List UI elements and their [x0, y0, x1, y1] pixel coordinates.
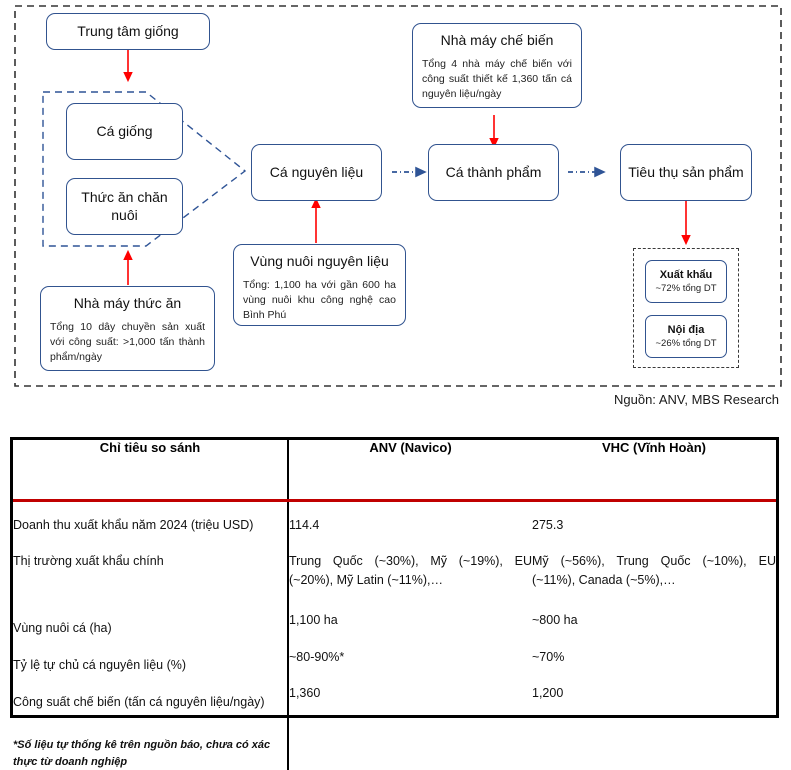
row-2-anv: 1,100 ha: [289, 612, 338, 627]
node-export-title: Xuất khẩu: [659, 268, 713, 281]
node-feed-mill-body: Tổng 10 dây chuyền sản xuất với công suấ…: [50, 320, 205, 363]
row-0-anv: 114.4: [289, 517, 320, 532]
node-farming-area[interactable]: Vùng nuôi nguyên liệu Tổng: 1,100 ha với…: [233, 244, 406, 326]
diagram-connectors: [14, 5, 782, 387]
node-feed-input-title: Thức ăn chăn nuôi: [81, 189, 168, 223]
row-anv-cell: 114.4 Trung Quốc (~30%), Mỹ (~19%), EU (…: [288, 500, 532, 770]
row-3-vhc: ~70%: [532, 649, 565, 664]
row-0-label: Doanh thu xuất khẩu năm 2024 (triệu USD): [13, 517, 254, 532]
node-farming-area-body: Tổng: 1,100 ha với gần 600 ha vùng nuôi …: [243, 278, 396, 321]
node-domestic[interactable]: Nội địa ~26% tổng DT: [645, 315, 727, 358]
node-consumption[interactable]: Tiêu thụ sản phẩm: [620, 144, 752, 201]
value-chain-diagram: Trung tâm giống Cá giống Thức ăn chăn nu…: [14, 5, 782, 407]
source-note: Nguồn: ANV, MBS Research: [614, 392, 779, 407]
node-raw-fish[interactable]: Cá nguyên liệu: [251, 144, 382, 201]
row-2-vhc: ~800 ha: [532, 612, 578, 627]
node-feed-mill[interactable]: Nhà máy thức ăn Tổng 10 dây chuyền sản x…: [40, 286, 215, 371]
table-header-anv: ANV (Navico): [288, 440, 532, 502]
row-3-anv: ~80-90%*: [289, 649, 345, 664]
row-4-vhc: 1,200: [532, 686, 564, 701]
node-raw-fish-title: Cá nguyên liệu: [269, 163, 364, 180]
node-domestic-share: ~26% tổng DT: [655, 338, 717, 350]
node-export-share: ~72% tổng DT: [655, 283, 717, 295]
node-processing-plant-body: Tổng 4 nhà máy chế biến với công suất th…: [422, 57, 572, 100]
table-header-row: Chỉ tiêu so sánh ANV (Navico) VHC (Vĩnh …: [13, 440, 776, 502]
row-1-label: Thị trường xuất khẩu chính: [13, 554, 164, 569]
table-row: Doanh thu xuất khẩu năm 2024 (triệu USD)…: [13, 500, 776, 770]
node-consumption-title: Tiêu thụ sản phẩm: [628, 163, 744, 180]
row-1-anv: Trung Quốc (~30%), Mỹ (~19%), EU (~20%),…: [289, 554, 532, 587]
row-label-cell: Doanh thu xuất khẩu năm 2024 (triệu USD)…: [13, 500, 289, 770]
node-feed-input[interactable]: Thức ăn chăn nuôi: [66, 178, 183, 235]
row-4-label: Công suất chế biến (tấn cá nguyên liệu/n…: [13, 694, 265, 709]
row-vhc-cell: 275.3 Mỹ (~56%), Trung Quốc (~10%), EU (…: [532, 500, 776, 770]
table-header-metric: Chỉ tiêu so sánh: [13, 440, 289, 502]
node-finished-fish[interactable]: Cá thành phẩm: [428, 144, 559, 201]
inputs-funnel-dashed: [42, 91, 247, 247]
node-hatchery-title: Trung tâm giống: [77, 22, 179, 39]
table-footnote: *Số liệu tự thống kê trên nguồn báo, chư…: [13, 739, 271, 768]
node-feed-mill-title: Nhà máy thức ăn: [73, 295, 182, 311]
sales-channel-group: [633, 248, 739, 368]
table-header-vhc: VHC (Vĩnh Hoàn): [532, 440, 776, 502]
node-processing-plant[interactable]: Nhà máy chế biến Tổng 4 nhà máy chế biến…: [412, 23, 582, 108]
node-farming-area-title: Vùng nuôi nguyên liệu: [250, 253, 389, 269]
node-fingerling-title: Cá giống: [96, 122, 153, 139]
row-4-anv: 1,360: [289, 686, 321, 701]
node-processing-plant-title: Nhà máy chế biến: [440, 32, 554, 48]
row-0-vhc: 275.3: [532, 517, 564, 532]
node-hatchery[interactable]: Trung tâm giống: [46, 13, 210, 50]
outer-boundary-dashed: [14, 5, 782, 387]
node-finished-fish-title: Cá thành phẩm: [445, 163, 542, 180]
node-fingerling[interactable]: Cá giống: [66, 103, 183, 160]
row-2-label: Vùng nuôi cá (ha): [13, 621, 112, 635]
node-domestic-title: Nội địa: [667, 323, 705, 336]
comparison-table: Chỉ tiêu so sánh ANV (Navico) VHC (Vĩnh …: [10, 437, 779, 770]
row-3-label: Tỷ lệ tự chủ cá nguyên liệu (%): [13, 657, 187, 672]
node-export[interactable]: Xuất khẩu ~72% tổng DT: [645, 260, 727, 303]
row-1-vhc: Mỹ (~56%), Trung Quốc (~10%), EU (~11%),…: [532, 554, 776, 587]
